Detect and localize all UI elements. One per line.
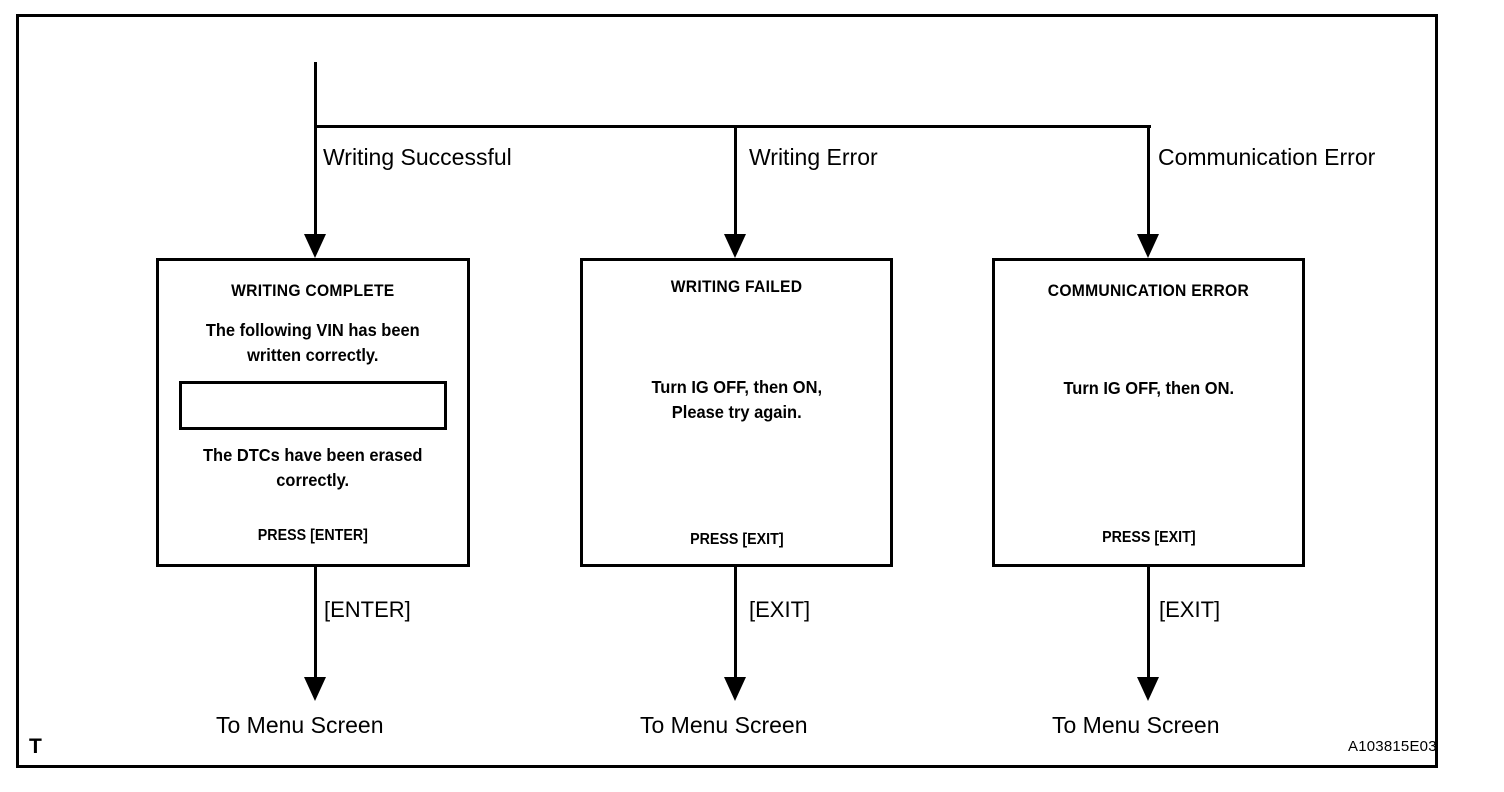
screen-body-line-3: The DTCs have been erased (203, 444, 423, 465)
key-label-exit-2: [EXIT] (749, 597, 811, 622)
exit-line-3 (1147, 567, 1150, 680)
screen-body-line-1: Turn IG OFF, then ON. (1063, 378, 1234, 398)
screen-body-line-2: Please try again. (671, 402, 802, 423)
corner-marker: T (29, 735, 42, 758)
screen-title-writing-complete: WRITING COMPLETE (231, 281, 395, 300)
screen-footer-writing-failed: PRESS [EXIT] (689, 530, 784, 548)
exit-line-2 (734, 567, 737, 680)
destination-label-3: To Menu Screen (1052, 712, 1220, 738)
screen-box-communication-error: COMMUNICATION ERROR Turn IG OFF, then ON… (992, 258, 1305, 567)
key-label-enter: [ENTER] (324, 597, 411, 622)
branch-arrowhead-1 (304, 234, 326, 258)
destination-label-2: To Menu Screen (640, 712, 808, 738)
trunk-vertical-line (314, 62, 317, 128)
branch-label-communication-error: Communication Error (1158, 144, 1376, 170)
screen-body-line-1: Turn IG OFF, then ON, (651, 377, 822, 397)
screen-body-dtc-writing-complete: The DTCs have been erased correctly. (203, 443, 422, 494)
screen-body-line-4: correctly. (276, 470, 350, 491)
exit-arrowhead-2 (724, 677, 746, 701)
exit-arrowhead-1 (304, 677, 326, 701)
exit-arrowhead-3 (1137, 677, 1159, 701)
key-label-exit-3: [EXIT] (1159, 597, 1221, 622)
destination-label-1: To Menu Screen (216, 712, 384, 738)
reference-code: A103815E03 (1348, 738, 1437, 755)
branch-drop-line-3 (1147, 125, 1150, 237)
branch-horizontal-line (314, 125, 1151, 128)
screen-footer-communication-error: PRESS [EXIT] (1101, 529, 1196, 547)
screen-body-writing-failed: Turn IG OFF, then ON, Please try again. (651, 375, 822, 426)
screen-title-writing-failed: WRITING FAILED (670, 277, 803, 296)
branch-drop-line-2 (734, 125, 737, 237)
screen-body-communication-error: Turn IG OFF, then ON. (1063, 376, 1234, 401)
screen-title-communication-error: COMMUNICATION ERROR (1047, 281, 1250, 300)
screen-body-line-1: The following VIN has been (206, 320, 420, 340)
branch-label-writing-error: Writing Error (749, 144, 878, 170)
screen-box-writing-failed: WRITING FAILED Turn IG OFF, then ON, Ple… (580, 258, 893, 567)
screen-box-writing-complete: WRITING COMPLETE The following VIN has b… (156, 258, 470, 567)
branch-drop-line-1 (314, 125, 317, 237)
screen-body-writing-complete: The following VIN has been written corre… (206, 318, 420, 369)
exit-line-1 (314, 567, 317, 680)
branch-label-writing-successful: Writing Successful (323, 144, 512, 170)
screen-footer-writing-complete: PRESS [ENTER] (257, 526, 369, 544)
screen-body-line-2: written correctly. (247, 345, 379, 366)
branch-arrowhead-2 (724, 234, 746, 258)
branch-arrowhead-3 (1137, 234, 1159, 258)
vin-input-field[interactable] (179, 380, 447, 430)
